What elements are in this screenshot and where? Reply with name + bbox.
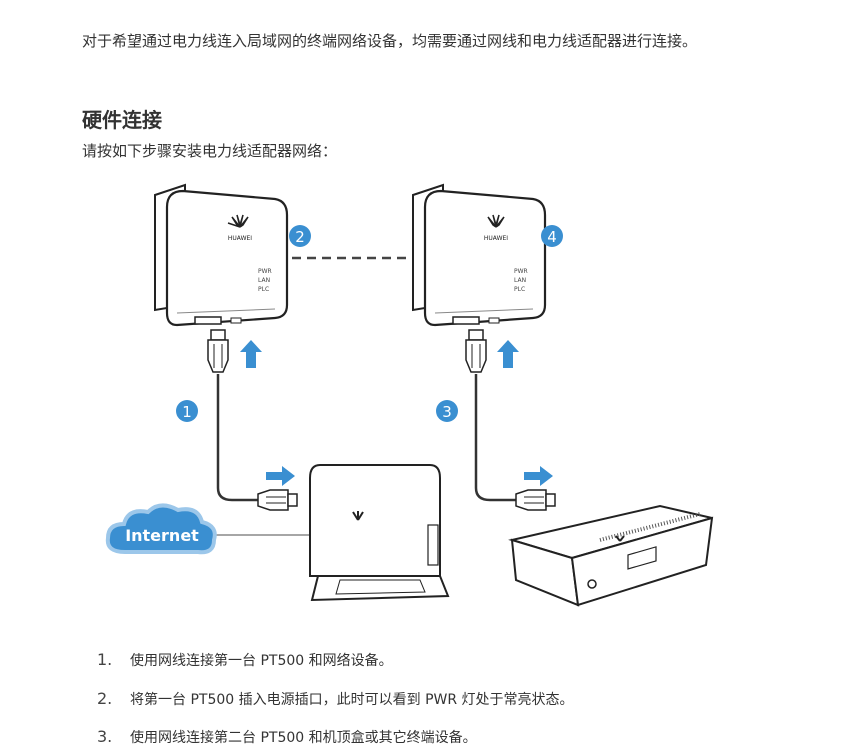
section-heading: 硬件连接	[82, 108, 162, 132]
led-label-plc: PLC	[514, 286, 525, 293]
internet-cloud-icon: Internet	[105, 503, 217, 555]
led-label-lan: LAN	[258, 277, 270, 284]
arrow-up-icon	[497, 340, 519, 368]
step-badge-2: 2	[289, 225, 311, 247]
step-item-1: 1.使用网线连接第一台 PT500 和网络设备。	[97, 650, 393, 669]
step-item-3: 3.使用网线连接第二台 PT500 和机顶盒或其它终端设备。	[97, 727, 477, 746]
powerline-adapter-1: HUAWEI PWR LAN PLC	[153, 183, 289, 327]
ethernet-cable-1	[216, 374, 258, 502]
arrow-right-icon	[266, 466, 295, 486]
router-device	[309, 464, 450, 602]
led-label-pwr: PWR	[514, 268, 528, 275]
step-badge-1: 1	[176, 400, 198, 422]
ethernet-cable-2	[474, 374, 516, 502]
svg-text:1: 1	[182, 403, 192, 421]
brand-label: HUAWEI	[484, 235, 508, 242]
internet-label: Internet	[125, 526, 199, 545]
set-top-box-device	[508, 504, 714, 607]
connection-diagram: HUAWEI PWR LAN PLC HUAWEI PWR LAN PLC 2 …	[105, 183, 714, 607]
svg-text:3: 3	[442, 403, 452, 421]
section-subtitle: 请按如下步骤安装电力线适配器网络：	[82, 142, 338, 160]
huawei-logo-icon	[487, 214, 505, 228]
brand-label: HUAWEI	[228, 235, 252, 242]
ethernet-plug-icon	[207, 329, 229, 373]
intro-paragraph: 对于希望通过电力线连入局域网的终端网络设备，均需要通过网线和电力线适配器进行连接…	[82, 32, 698, 50]
step-badge-3: 3	[436, 400, 458, 422]
huawei-logo-icon	[227, 214, 249, 228]
step-item-2: 2.将第一台 PT500 插入电源插口，此时可以看到 PWR 灯处于常亮状态。	[97, 689, 574, 708]
ethernet-plug-icon	[515, 489, 556, 511]
ethernet-plug-icon	[257, 489, 298, 511]
powerline-adapter-2: HUAWEI PWR LAN PLC	[411, 183, 547, 327]
led-label-pwr: PWR	[258, 268, 272, 275]
led-label-lan: LAN	[514, 277, 526, 284]
step-badge-4: 4	[541, 225, 563, 247]
arrow-right-icon	[524, 466, 553, 486]
ethernet-plug-icon	[465, 329, 487, 373]
arrow-up-icon	[240, 340, 262, 368]
svg-text:2: 2	[295, 228, 305, 246]
svg-text:4: 4	[547, 228, 557, 246]
led-label-plc: PLC	[258, 286, 269, 293]
